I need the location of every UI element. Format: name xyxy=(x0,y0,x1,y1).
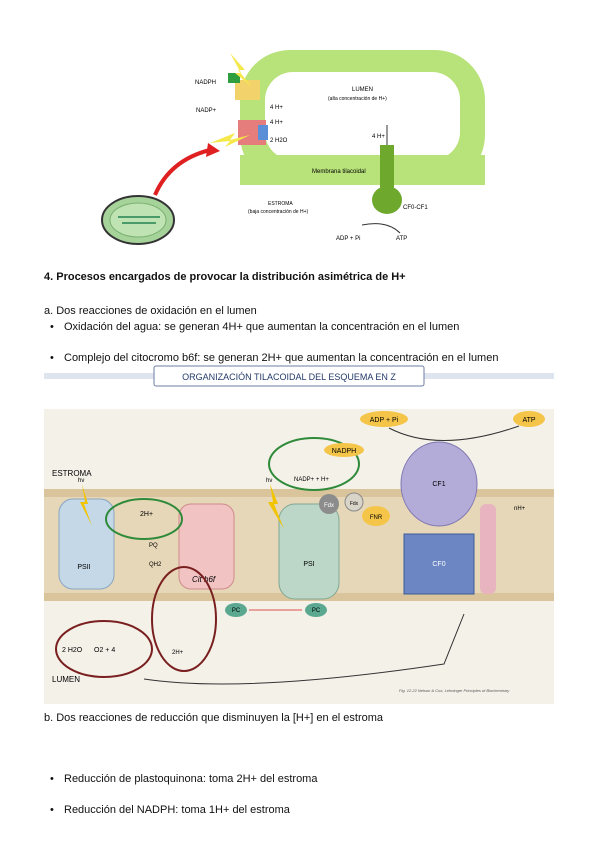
list-item: Complejo del citocromo b6f: se generan 2… xyxy=(0,351,599,366)
lumen-area xyxy=(265,72,460,160)
label-4h: 4 H+ xyxy=(270,105,283,111)
qh2-label: QH2 xyxy=(149,562,162,568)
pq-label: PQ xyxy=(149,543,158,549)
cf0-complex xyxy=(403,533,475,595)
reactions-b-intro: b. Dos reacciones de reducción que dismi… xyxy=(44,712,384,724)
z-scheme-diagram: ORGANIZACIÓN TILACOIDAL DEL ESQUEMA EN Z… xyxy=(44,365,554,704)
two-h-label: 2H+ xyxy=(140,511,153,518)
complex-yellow xyxy=(235,80,260,100)
figure-credit: Fig. 12.22 Nelson & Cox, Lehninger Princ… xyxy=(399,688,510,693)
label-membrane: Membrana tilacoidal xyxy=(312,169,366,175)
label-estroma-sub: (baja concentración de H+) xyxy=(248,209,309,215)
fdx-label: Fdx xyxy=(324,503,334,509)
water-highlight xyxy=(55,620,153,678)
cytb6f-highlight xyxy=(151,566,217,672)
adp-badge xyxy=(360,411,408,427)
cf1-complex xyxy=(400,441,478,527)
fdx-red-label: Fdx xyxy=(350,501,359,507)
cf0-label: CF0 xyxy=(432,561,445,568)
atp-badge xyxy=(513,411,545,427)
label-cf: CF0-CF1 xyxy=(403,205,428,211)
label-nadph: NADPH xyxy=(195,80,216,86)
chloroplast-inner xyxy=(109,202,167,238)
label-atp: ATP xyxy=(396,236,407,242)
atp-synthase-head xyxy=(372,186,402,214)
list-item: Reducción del NADPH: toma 1H+ del estrom… xyxy=(0,803,599,818)
pc1-label: PC xyxy=(232,608,241,614)
complex-green xyxy=(228,73,240,83)
atp-label: ATP xyxy=(522,417,535,424)
psii-label: PSII xyxy=(77,564,90,571)
atp-arrow xyxy=(361,223,401,234)
label-4h-atp: 4 H+ xyxy=(372,134,385,140)
label-h2o: 2 H2O xyxy=(270,138,288,144)
adp-label: ADP + Pi xyxy=(370,417,399,424)
label-estroma: ESTROMA xyxy=(268,201,293,207)
lumen-label: LUMEN xyxy=(52,675,80,684)
list-item: Reducción de plastoquinona: toma 2H+ del… xyxy=(0,772,599,787)
label-nadp: NADP+ xyxy=(196,108,217,114)
list-item: Oxidación del agua: se generan 4H+ que a… xyxy=(0,320,599,335)
label-adp: ADP + Pi xyxy=(336,236,360,242)
fnr-label: FNR xyxy=(370,515,383,521)
complex-blue xyxy=(258,125,268,140)
zoom-arrow xyxy=(153,148,211,196)
h-out-label: nH+ xyxy=(514,506,526,512)
section-heading: 4. Procesos encargados de provocar la di… xyxy=(44,271,406,283)
pc2-label: PC xyxy=(312,608,321,614)
nadp-label: NADP+ + H+ xyxy=(294,477,329,483)
estroma-label: ESTROMA xyxy=(52,469,92,478)
two-h-highlight xyxy=(105,498,183,540)
o2-label: O2 + 4 xyxy=(94,647,115,654)
light-bolt-1 xyxy=(230,53,252,87)
banner-title: ORGANIZACIÓN TILACOIDAL DEL ESQUEMA EN Z xyxy=(182,372,396,382)
membrane-band xyxy=(240,155,485,185)
reactions-a-intro: a. Dos reacciones de oxidación en el lum… xyxy=(44,305,257,317)
hv1-label: hν xyxy=(78,478,84,484)
light-bolt-2 xyxy=(210,133,250,147)
atp-synthase-stalk xyxy=(380,145,394,190)
psi-label: PSI xyxy=(303,561,314,568)
label-h-plus: 4 H+ xyxy=(270,120,283,126)
label-lumen: LUMEN xyxy=(352,87,373,93)
psi-complex xyxy=(278,503,340,600)
label-lumen-sub: (alta concentración de H+) xyxy=(328,96,387,102)
light-bolt-psii xyxy=(80,484,92,526)
h-lumen-label: 2H+ xyxy=(172,650,184,656)
nadph-highlight xyxy=(268,437,360,491)
banner-box xyxy=(153,365,425,387)
nadph-label: NADPH xyxy=(332,448,357,455)
thylakoid-diagram: NADPH NADP+ 4 H+ 4 H+ 2 H2O LUMEN (alta … xyxy=(101,50,485,245)
cf1-label: CF1 xyxy=(432,481,445,488)
h2o-label: 2 H2O xyxy=(62,647,83,654)
light-bolt-psi xyxy=(268,484,284,529)
hv2-label: hν xyxy=(266,478,272,484)
